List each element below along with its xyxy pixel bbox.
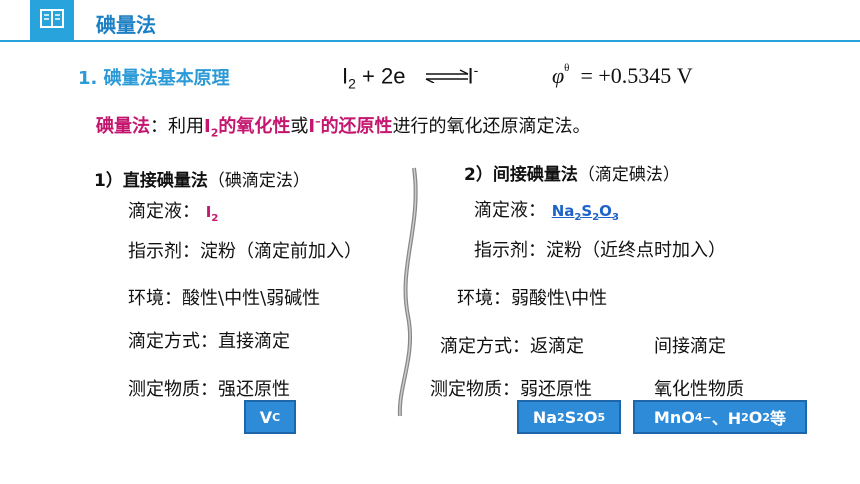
direct-method-heading: 1）直接碘量法（碘滴定法） xyxy=(94,171,310,191)
indirect-method: 滴定方式：返滴定 xyxy=(440,336,584,357)
definition-line: 碘量法：利用I2的氧化性或I–的还原性进行的氧化还原滴定法。 xyxy=(96,115,591,140)
indirect-environment: 环境：弱酸性\中性 xyxy=(457,288,608,309)
book-icon xyxy=(40,9,64,28)
direct-indicator: 指示剂：淀粉（滴定前加入） xyxy=(128,241,362,262)
indirect-substance-2: 氧化性物质 xyxy=(654,379,744,400)
direct-substance: 测定物质：强还原性 xyxy=(128,379,290,400)
column-divider xyxy=(397,167,418,417)
indirect-substance: 测定物质：弱还原性 xyxy=(430,379,592,400)
direct-environment: 环境：酸性\中性\弱碱性 xyxy=(128,288,321,309)
indirect-indicator: 指示剂：淀粉（近终点时加入） xyxy=(474,240,726,261)
indirect-method-2: 间接滴定 xyxy=(654,336,726,357)
page-title: 碘量法 xyxy=(96,13,156,37)
header-badge xyxy=(30,0,74,40)
header-divider xyxy=(0,40,860,42)
direct-titrant: 滴定液： I2 xyxy=(128,201,219,224)
indirect-method-heading: 2）间接碘量法（滴定碘法） xyxy=(464,165,680,185)
equilibrium-arrows-icon xyxy=(424,68,470,87)
section-title: 1. 碘量法基本原理 xyxy=(78,68,230,89)
indirect-titrant: 滴定液： Na2S2O3 xyxy=(474,200,619,223)
standard-potential: φθ = +0.5345 V xyxy=(552,62,693,88)
direct-method: 滴定方式：直接滴定 xyxy=(128,331,290,352)
